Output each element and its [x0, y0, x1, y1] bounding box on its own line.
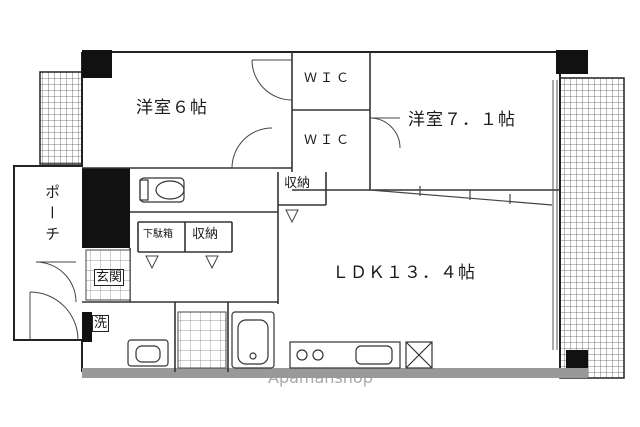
porch-label: ポーチ [43, 184, 61, 247]
western-room-6-label: 洋室６帖 [136, 98, 208, 118]
floor-band [82, 368, 588, 378]
washroom-label: 洗 [92, 315, 110, 332]
shoe-storage-label: 下駄箱 [143, 229, 173, 240]
balcony-left [39, 71, 83, 165]
storage-1-label: 収納 [284, 176, 311, 191]
storage-markers [145, 209, 299, 270]
wic-1-label: ＷＩＣ [304, 71, 353, 86]
bathtub-fixture [231, 311, 275, 369]
kitchen-counter [289, 341, 433, 369]
ldk-partition-rail [369, 186, 553, 206]
solid-wall-blocks [82, 50, 588, 372]
entrance-label: 玄関 [94, 269, 125, 286]
watermark: Apamanshop [268, 368, 373, 387]
ldk-label: ＬＤＫ１３．４帖 [332, 263, 476, 283]
western-room-7-label: 洋室７．１帖 [408, 110, 516, 130]
washbasin-fixture [127, 339, 169, 367]
balcony-right [559, 77, 625, 379]
toilet-fixture [139, 177, 185, 203]
wic-2-label: ＷＩＣ [304, 133, 353, 148]
bath-tile [177, 311, 227, 369]
storage-2-label: 収納 [192, 227, 219, 242]
window-right [552, 80, 558, 350]
